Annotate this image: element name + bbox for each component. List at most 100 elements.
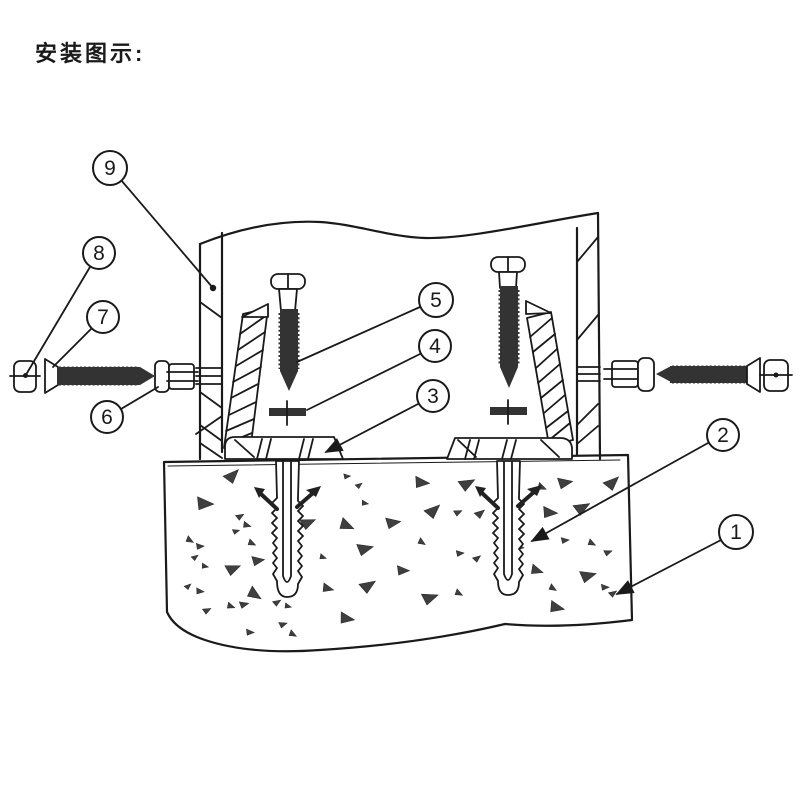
leader-line-3 [324, 403, 419, 453]
leader-end-dot [23, 373, 28, 378]
anchor-wing [516, 490, 536, 508]
anchor-wing [295, 491, 315, 509]
stipple-triangle [453, 510, 463, 517]
callout-4-number: 4 [429, 335, 441, 358]
callout-5-circle [418, 282, 454, 318]
stipple-triangle [543, 505, 559, 519]
callout-8-badge: 8 [82, 236, 116, 270]
concrete-top-inner-line [167, 459, 621, 467]
stipple-triangle [385, 517, 402, 530]
stipple-triangle [572, 503, 591, 516]
panel-left-flange [195, 231, 224, 461]
wall-panel [195, 211, 602, 461]
leader-line-1 [615, 539, 722, 595]
leg-top-flag [241, 303, 269, 318]
bolt-threaded-shaft [280, 309, 298, 391]
callout-1-number: 1 [730, 521, 742, 544]
stipple-triangle [251, 556, 266, 567]
callout-5-badge: 5 [418, 282, 454, 318]
callout-7-badge: 7 [86, 300, 120, 334]
leader-line-6 [120, 386, 159, 410]
callout-6-badge: 6 [90, 400, 124, 434]
screw-tip [140, 367, 155, 385]
stipple-triangle [531, 563, 544, 574]
callout-9-number: 9 [104, 157, 116, 180]
callout-1-badge: 1 [718, 514, 754, 550]
stipple-triangle [340, 611, 356, 624]
callout-5-number: 5 [430, 289, 442, 312]
concrete-base [162, 453, 634, 653]
bracket-base-right [446, 437, 573, 460]
wing-arrowhead [306, 486, 321, 497]
stipple-triangle [548, 583, 557, 591]
stipple-triangle [190, 554, 199, 562]
stipple-triangle [396, 565, 411, 576]
stipple-triangle [420, 593, 439, 606]
stipple-triangle [247, 538, 257, 546]
countersunk-head [746, 357, 761, 393]
leader-line-8 [26, 266, 91, 374]
stipple-triangle [454, 588, 464, 596]
stipple-triangle [343, 473, 352, 480]
stipple-triangle [354, 482, 363, 490]
stipple-triangle [288, 629, 298, 637]
threaded-shaft [57, 367, 140, 385]
stipple-triangle [238, 601, 250, 609]
stipple-triangle [197, 496, 215, 511]
stipple-triangle [195, 543, 205, 550]
anchor-wing [480, 491, 500, 510]
wing-arrowhead [254, 487, 265, 498]
anchor-wing [259, 492, 279, 511]
callout-3-number: 3 [427, 385, 439, 408]
wall-screw-left [9, 358, 199, 394]
panel-top-wavy-edge [198, 211, 600, 246]
stipple-triangle [224, 565, 242, 576]
nut [168, 363, 195, 390]
stipple-triangle [356, 544, 374, 557]
stipple-triangle [284, 602, 293, 609]
stipple-triangle [550, 600, 566, 613]
anchor-sleeve [271, 460, 304, 598]
stipple-triangle [246, 628, 255, 636]
stipple-triangle [603, 550, 613, 557]
leader-line-7 [52, 328, 92, 368]
bolt-neck [278, 288, 298, 312]
stipple-triangle [417, 537, 426, 545]
leg-top-flag [525, 300, 552, 315]
leader-line-9 [120, 179, 214, 289]
expansion-anchor-left [254, 460, 321, 598]
anchor-bolt-left [270, 273, 306, 391]
leader-line-5 [296, 306, 421, 363]
screw-hole-lines [576, 366, 601, 382]
bracket-leg-right [525, 300, 574, 446]
concrete-stipple [183, 469, 620, 637]
wing-arrowhead [527, 485, 542, 496]
page-title: 安装图示: [35, 41, 146, 66]
anchor-screw-core [503, 461, 513, 581]
stipple-triangle [226, 601, 236, 609]
callout-9-circle [92, 150, 128, 186]
callout-4-circle [418, 329, 452, 363]
stipple-triangle [601, 583, 610, 591]
stipple-triangle [423, 504, 441, 519]
stipple-triangle [201, 562, 210, 569]
stipple-triangle [607, 590, 618, 598]
leader-lines [23, 179, 722, 595]
callout-3-circle [416, 379, 450, 413]
washer [637, 357, 655, 392]
expansion-anchor-right [475, 460, 542, 596]
stipple-triangle [579, 571, 597, 584]
stipple-triangle [243, 520, 252, 528]
stipple-triangle [471, 555, 482, 563]
stipple-triangle [415, 475, 431, 488]
stipple-triangle [361, 499, 370, 506]
stipple-triangle [271, 599, 282, 607]
stipple-triangle [185, 535, 195, 543]
callout-7-circle [86, 300, 120, 334]
stipple-triangle [455, 550, 465, 557]
stipple-triangle [222, 469, 239, 484]
stipple-triangle [231, 529, 241, 535]
stipple-triangle [319, 553, 327, 560]
callout-8-number: 8 [93, 242, 105, 265]
